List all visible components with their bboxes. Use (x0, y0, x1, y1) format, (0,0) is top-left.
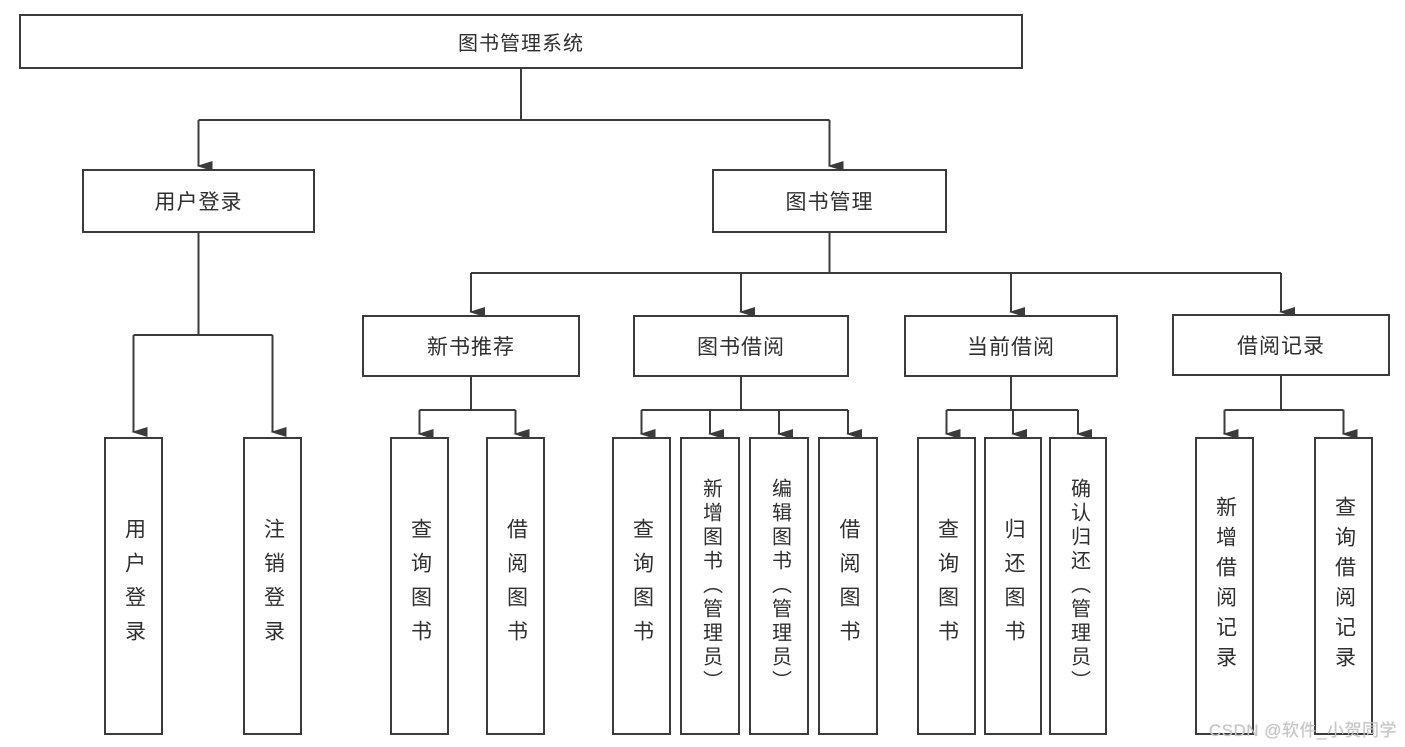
leaf-query-books-1: 查询图书 (390, 437, 449, 735)
leaf-edit-books-admin-label: 编辑图书（管理员） (768, 478, 791, 694)
csdn-watermark: CSDN @软件_小贺同学 (1208, 721, 1397, 740)
leaf-logout: 注销登录 (243, 437, 302, 735)
leaf-add-books-admin: 新增图书（管理员） (680, 437, 740, 735)
leaf-borrow-books-2-label: 借阅图书 (837, 518, 861, 654)
leaf-confirm-return-admin: 确认归还（管理员） (1049, 437, 1107, 735)
leaf-query-books-1-label: 查询图书 (408, 518, 432, 654)
node-book-borrowing: 图书借阅 (633, 315, 849, 377)
leaf-query-books-2: 查询图书 (612, 437, 671, 735)
leaf-user-login: 用户登录 (104, 437, 163, 735)
leaf-query-books-3: 查询图书 (917, 437, 976, 735)
leaf-edit-books-admin: 编辑图书（管理员） (749, 437, 809, 735)
leaf-borrow-books-2: 借阅图书 (818, 437, 878, 735)
leaf-add-books-admin-label: 新增图书（管理员） (699, 478, 722, 694)
leaf-query-borrow-record-label: 查询借阅记录 (1332, 496, 1356, 676)
node-user-login: 用户登录 (82, 169, 315, 233)
leaf-confirm-return-admin-label: 确认归还（管理员） (1067, 478, 1090, 694)
leaf-logout-label: 注销登录 (261, 518, 285, 654)
leaf-add-borrow-record-label: 新增借阅记录 (1213, 496, 1237, 676)
leaf-borrow-books-1-label: 借阅图书 (504, 518, 528, 654)
leaf-borrow-books-1: 借阅图书 (486, 437, 545, 735)
leaf-user-login-label: 用户登录 (122, 518, 146, 654)
leaf-query-books-3-label: 查询图书 (935, 518, 959, 654)
node-new-book-recommend: 新书推荐 (362, 315, 580, 377)
node-book-management: 图书管理 (712, 169, 947, 233)
leaf-query-borrow-record: 查询借阅记录 (1314, 437, 1373, 735)
node-current-borrowing: 当前借阅 (904, 315, 1118, 377)
leaf-return-books-label: 归还图书 (1002, 518, 1026, 654)
leaf-add-borrow-record: 新增借阅记录 (1195, 437, 1254, 735)
node-library-management-system: 图书管理系统 (19, 14, 1023, 69)
leaf-return-books: 归还图书 (984, 437, 1042, 735)
leaf-query-books-2-label: 查询图书 (630, 518, 654, 654)
node-borrow-records: 借阅记录 (1172, 314, 1390, 376)
